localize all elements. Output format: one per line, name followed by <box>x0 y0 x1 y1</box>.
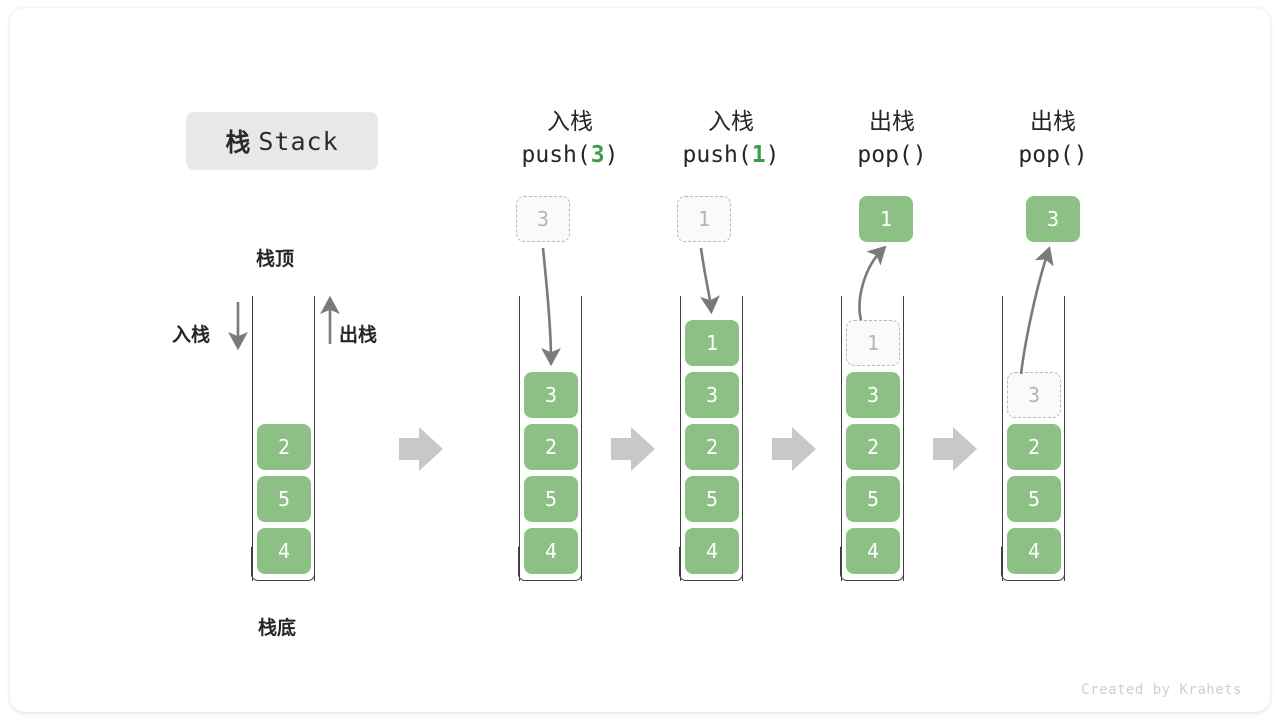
credit-text: Created by Krahets <box>1081 682 1242 698</box>
stack-after-push-3: 3 2 5 4 <box>518 296 583 581</box>
header-code: push(1) <box>646 139 816 172</box>
column-header-pop-1: 出栈 pop() <box>807 106 977 171</box>
stack-cell: 3 <box>524 372 578 418</box>
header-code: pop() <box>807 139 977 172</box>
stack-cell: 3 <box>685 372 739 418</box>
stack-cell: 1 <box>685 320 739 366</box>
stack-after-push-1: 1 3 2 5 4 <box>679 296 744 581</box>
title-en: Stack <box>258 126 339 156</box>
header-cn: 出栈 <box>1030 109 1076 135</box>
code-arg: 1 <box>751 141 766 168</box>
label-stack-bottom: 栈底 <box>258 617 297 639</box>
stack-cell: 2 <box>685 424 739 470</box>
code-prefix: pop( <box>1018 141 1074 168</box>
stack-cell: 2 <box>846 424 900 470</box>
popped-value-box-3: 3 <box>1026 196 1080 242</box>
stack-cell: 3 <box>846 372 900 418</box>
stack-cell: 4 <box>1007 528 1061 574</box>
stack-base <box>840 546 904 581</box>
label-push-side: 入栈 <box>172 324 211 346</box>
step-arrow-4 <box>933 427 977 471</box>
stack-cell: 4 <box>257 528 311 574</box>
stack-wall-right <box>581 296 583 581</box>
label-pop-side: 出栈 <box>339 324 378 346</box>
column-header-push-3: 入栈 push(3) <box>485 106 655 171</box>
stack-wall-right <box>1064 296 1066 581</box>
stack-cell: 5 <box>1007 476 1061 522</box>
stack-wall-right <box>742 296 744 581</box>
stack-cell: 4 <box>685 528 739 574</box>
stack-cell: 2 <box>257 424 311 470</box>
incoming-value-box-1: 1 <box>677 196 731 242</box>
stack-cell: 5 <box>846 476 900 522</box>
stack-base <box>251 546 315 581</box>
step-arrow-3 <box>772 427 816 471</box>
header-cn: 入栈 <box>708 109 754 135</box>
label-stack-top: 栈顶 <box>256 248 295 270</box>
stack-cell-removed: 3 <box>1007 372 1061 418</box>
incoming-value-box-3: 3 <box>516 196 570 242</box>
code-suffix: ) <box>765 141 780 168</box>
title-cn: 栈 <box>225 128 252 157</box>
stack-wall-right <box>903 296 905 581</box>
stack-cell-removed: 1 <box>846 320 900 366</box>
stack-cell: 5 <box>257 476 311 522</box>
code-prefix: pop( <box>857 141 913 168</box>
stack-initial: 2 5 4 <box>251 296 316 581</box>
title-badge: 栈 Stack <box>186 112 378 170</box>
step-arrow-2 <box>611 427 655 471</box>
code-arg: 3 <box>590 141 605 168</box>
code-suffix: ) <box>1073 141 1088 168</box>
stack-wall-left <box>1002 296 1003 581</box>
stack-wall-left <box>680 296 681 581</box>
stack-wall-left <box>252 296 253 581</box>
code-prefix: push( <box>682 141 752 168</box>
stack-wall-left <box>841 296 842 581</box>
stack-wall-right <box>314 296 316 581</box>
header-code: pop() <box>968 139 1138 172</box>
header-cn: 出栈 <box>869 109 915 135</box>
stack-cell: 5 <box>524 476 578 522</box>
step-arrow-1 <box>399 427 443 471</box>
stack-cell: 4 <box>846 528 900 574</box>
code-suffix: ) <box>912 141 927 168</box>
column-header-push-1: 入栈 push(1) <box>646 106 816 171</box>
stack-cell: 2 <box>524 424 578 470</box>
stack-cell: 4 <box>524 528 578 574</box>
column-header-pop-3: 出栈 pop() <box>968 106 1138 171</box>
stack-cell: 2 <box>1007 424 1061 470</box>
stack-wall-left <box>519 296 520 581</box>
stack-base <box>1001 546 1065 581</box>
code-suffix: ) <box>604 141 619 168</box>
header-code: push(3) <box>485 139 655 172</box>
stack-after-pop-3: 3 2 5 4 <box>1001 296 1066 581</box>
stack-cell: 5 <box>685 476 739 522</box>
header-cn: 入栈 <box>547 109 593 135</box>
stack-base <box>679 546 743 581</box>
stack-after-pop-1: 1 3 2 5 4 <box>840 296 905 581</box>
popped-value-box-1: 1 <box>859 196 913 242</box>
code-prefix: push( <box>521 141 591 168</box>
stack-base <box>518 546 582 581</box>
